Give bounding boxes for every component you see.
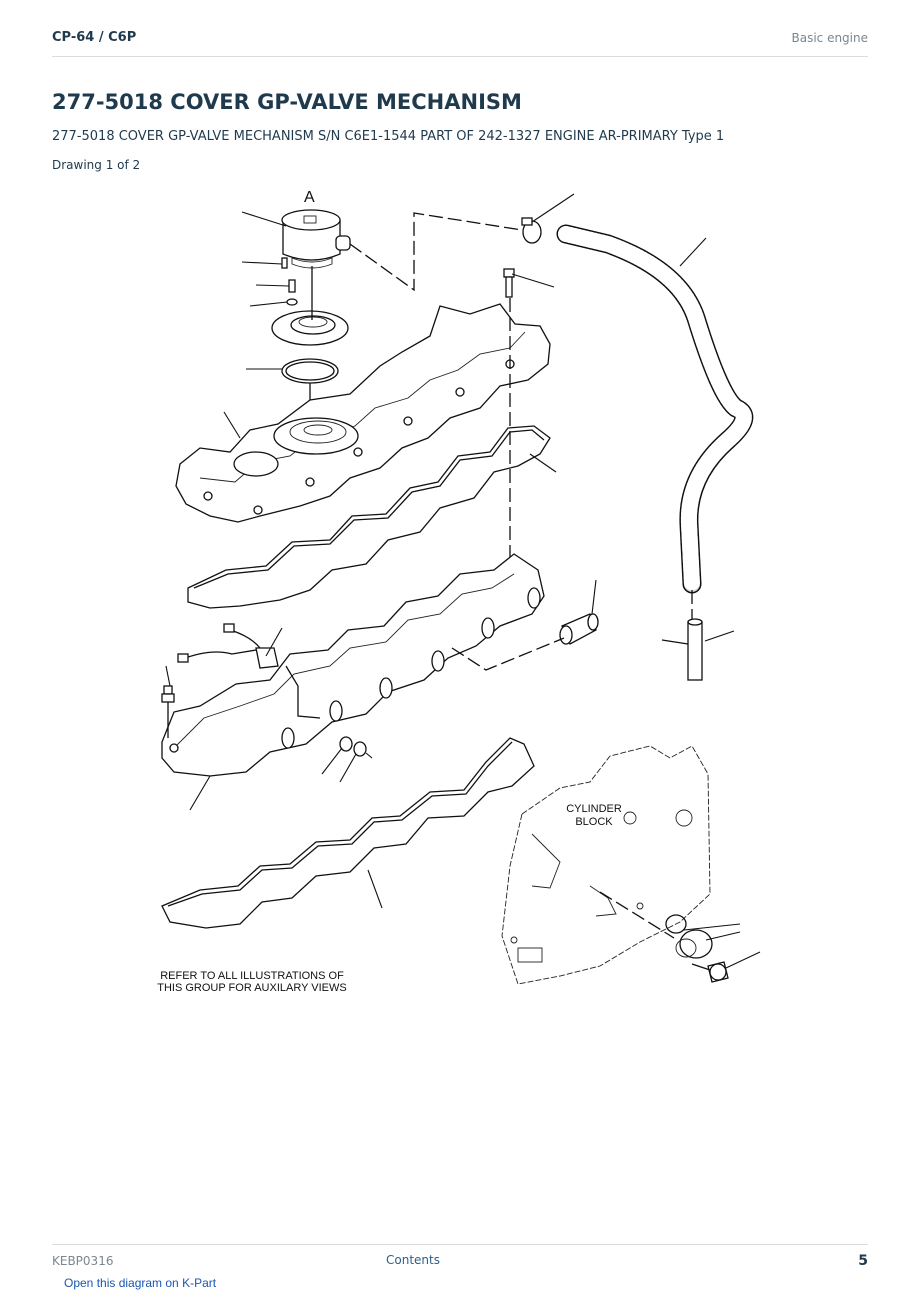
diagram-note-line-2: THIS GROUP FOR AUXILARY VIEWS bbox=[157, 982, 347, 994]
injector-sleeve bbox=[559, 613, 599, 645]
base-gasket bbox=[161, 737, 535, 929]
page-title: 277-5018 COVER GP-VALVE MECHANISM bbox=[52, 90, 522, 114]
page-subtitle: 277-5018 COVER GP-VALVE MECHANISM S/N C6… bbox=[52, 129, 725, 144]
breather-tube bbox=[661, 618, 703, 681]
page-number: 5 bbox=[858, 1253, 868, 1269]
valve-cover bbox=[175, 303, 551, 523]
breather-cap bbox=[281, 209, 351, 269]
drawing-label: Drawing 1 of 2 bbox=[52, 158, 141, 172]
sensor-stud bbox=[161, 685, 175, 738]
o-ring-seal bbox=[281, 358, 339, 384]
plug-o-ring bbox=[665, 914, 687, 934]
cylinder-block bbox=[501, 745, 711, 985]
pin bbox=[281, 257, 288, 269]
seal-ring-2 bbox=[353, 741, 367, 757]
bolt-small bbox=[288, 279, 296, 293]
adapter-ring bbox=[271, 310, 349, 346]
exploded-parts-diagram: A bbox=[157, 189, 761, 994]
breather-hose bbox=[556, 224, 754, 594]
rocker-base bbox=[161, 553, 545, 777]
seal-ring-1 bbox=[339, 736, 353, 752]
section-label: Basic engine bbox=[791, 31, 868, 45]
page-header: CP-64 / C6P Basic engine bbox=[52, 28, 868, 57]
plug bbox=[675, 929, 713, 959]
open-diagram-link[interactable]: Open this diagram on K-Part bbox=[64, 1276, 217, 1290]
document-code: KEBP0316 bbox=[52, 1254, 114, 1268]
contents-link[interactable]: Contents bbox=[386, 1253, 440, 1267]
cover-gasket bbox=[187, 425, 551, 609]
callout-a: A bbox=[304, 189, 315, 206]
diagram-note-line-1: REFER TO ALL ILLUSTRATIONS OF bbox=[160, 970, 344, 982]
breadcrumb: CP-64 / C6P bbox=[52, 30, 137, 45]
cylinder-block-label-1: CYLINDER bbox=[566, 803, 622, 815]
cover-bolt bbox=[503, 268, 515, 298]
hose-clamp bbox=[521, 217, 542, 244]
cylinder-block-label-2: BLOCK bbox=[575, 816, 613, 828]
washer-small bbox=[286, 298, 298, 306]
wiring-harness bbox=[177, 623, 321, 719]
page-footer: KEBP0316 Contents 5 bbox=[52, 1244, 868, 1275]
plug-bolt bbox=[691, 961, 729, 983]
